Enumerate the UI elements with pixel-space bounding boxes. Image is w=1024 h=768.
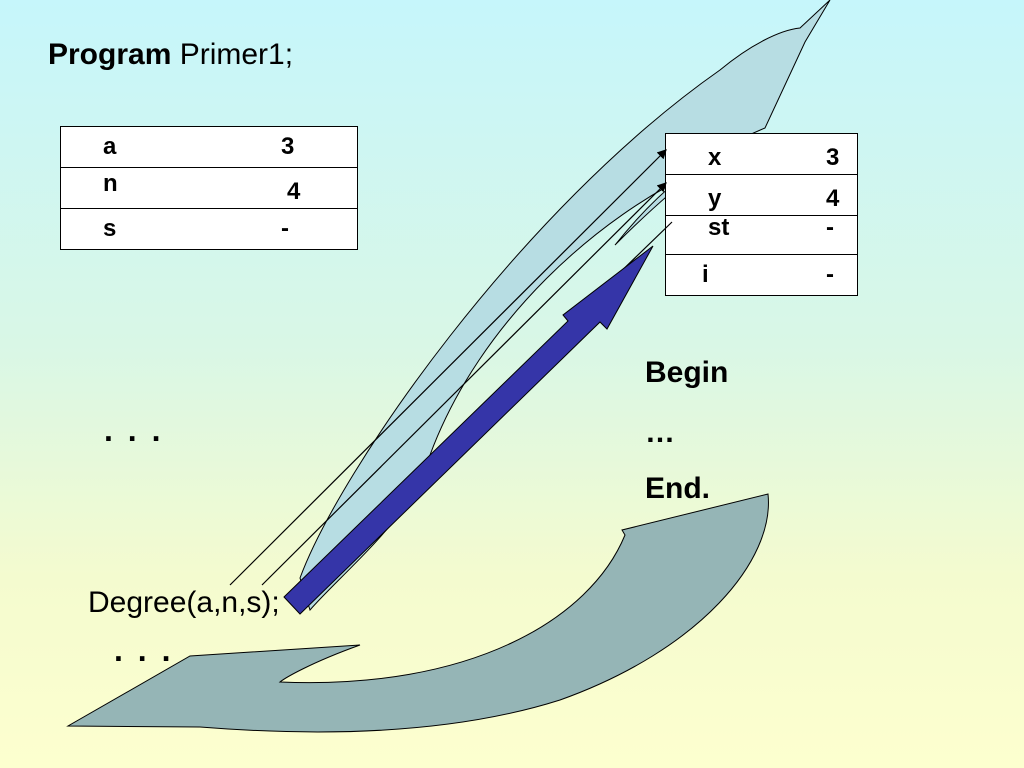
body-ellipsis: … [645,416,675,449]
param-a-arrow [229,149,667,586]
var-name: y [708,185,722,212]
procedure-variables-table: x 3 y 4 st - i - [665,133,858,296]
var-name: s [103,215,117,242]
program-keyword: Program [48,38,172,71]
program-title: Program Primer1; [48,38,293,72]
bottom-ellipsis: . . . [114,632,174,668]
var-value: 4 [287,178,301,205]
var-value: 3 [826,144,840,171]
var-name: n [103,170,118,197]
table-row: s - [60,208,358,250]
table-row: st - [665,214,858,255]
var-name: st [708,214,730,241]
param-n-arrow [261,182,667,586]
table-row: i - [665,254,858,296]
return-curved-arrow [66,493,769,733]
program-name: Primer1; [179,38,294,71]
var-name: x [708,144,722,171]
left-ellipsis: . . . [104,412,164,448]
var-name: a [103,133,117,160]
var-value: - [826,214,834,241]
call-direction-arrow [283,245,654,615]
main-variables-table: a 3 n 4 s - [60,126,358,250]
var-value: 3 [281,133,295,160]
end-keyword: End. [645,472,710,505]
var-value: 4 [826,185,840,212]
table-row: y 4 [665,174,858,216]
var-name: i [702,261,709,288]
begin-keyword: Begin [645,356,729,389]
table-row: n 4 [60,167,358,209]
procedure-call: Degree(a,n,s); [88,586,280,619]
var-value: - [826,261,834,288]
var-value: - [281,215,289,242]
